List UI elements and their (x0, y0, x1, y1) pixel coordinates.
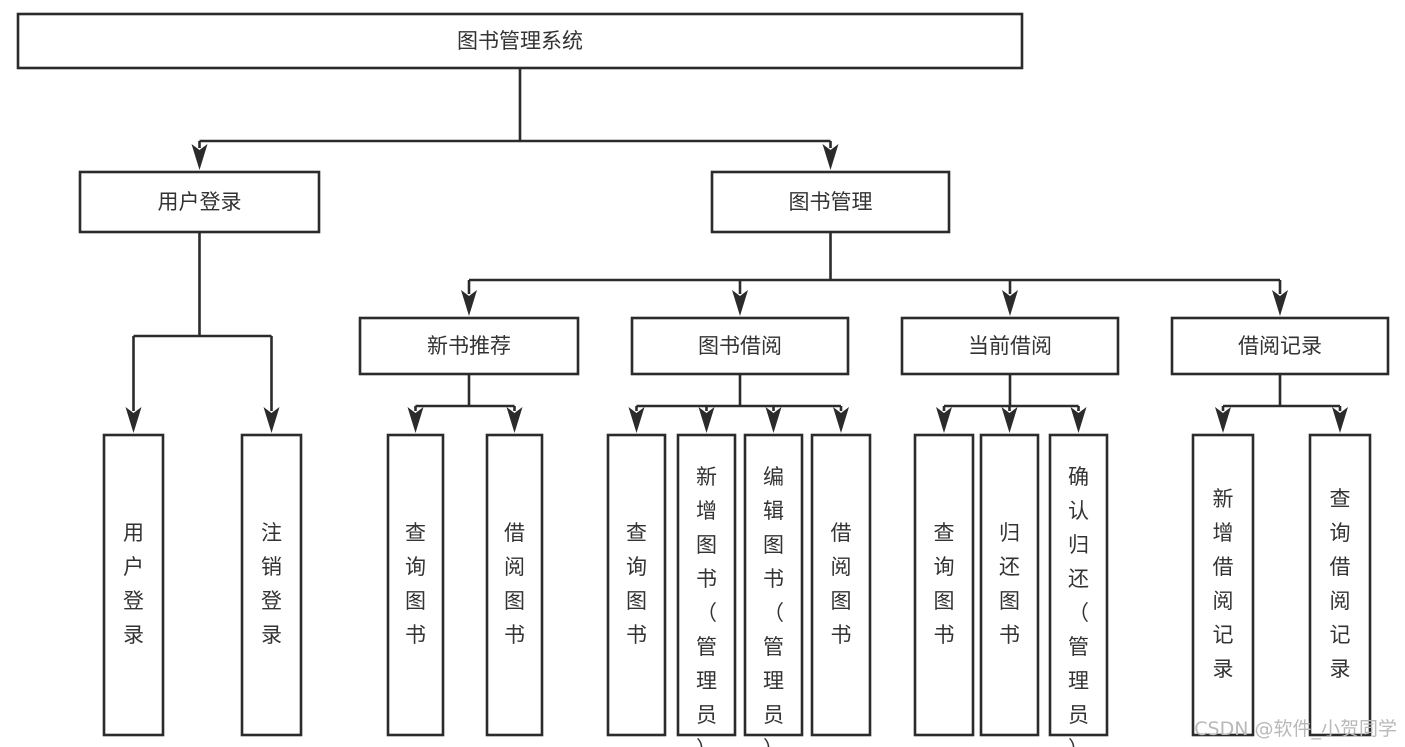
node-label: 查询图书 (405, 521, 426, 647)
arrow-head-icon (125, 407, 142, 433)
node-box[interactable] (78, 170, 321, 234)
node-box[interactable] (240, 433, 303, 737)
node-record[interactable]: 借阅记录 (1170, 316, 1390, 376)
node-label: 图书借阅 (698, 334, 782, 358)
node-leaf-rec-query[interactable]: 查询借阅记录 (1308, 433, 1372, 737)
node-box[interactable] (606, 433, 667, 737)
node-leaf-cur-return[interactable]: 归还图书 (979, 433, 1040, 737)
node-box[interactable] (485, 433, 544, 737)
node-leaf-cur-query[interactable]: 查询图书 (913, 433, 975, 737)
node-leaf-borrow-add[interactable]: 新增图书（管理员） (676, 433, 737, 747)
node-root[interactable]: 图书管理系统 (16, 12, 1024, 70)
node-leaf-user-logout[interactable]: 注销登录 (240, 433, 303, 737)
node-bookmgmt[interactable]: 图书管理 (710, 170, 951, 234)
node-label: 用户登录 (123, 521, 144, 647)
node-box[interactable] (743, 433, 804, 737)
arrow-head-icon (191, 144, 208, 170)
node-label: 借阅记录 (1238, 334, 1322, 358)
node-label: 图书管理系统 (457, 29, 583, 53)
arrow-head-icon (1332, 407, 1348, 433)
node-newbook[interactable]: 新书推荐 (358, 316, 580, 376)
connector-group-current (936, 374, 1087, 433)
arrow-head-icon (732, 290, 748, 316)
node-box[interactable] (630, 316, 850, 376)
connector-group-record (1215, 374, 1348, 433)
arrow-head-icon (698, 407, 715, 433)
node-box[interactable] (979, 433, 1040, 737)
node-layer: 图书管理系统用户登录图书管理新书推荐图书借阅当前借阅借阅记录用户登录注销登录查询… (16, 12, 1390, 747)
node-box[interactable] (900, 316, 1120, 376)
node-label: 确认归还（管理员） (1068, 465, 1089, 747)
node-box[interactable] (1170, 316, 1390, 376)
node-box[interactable] (676, 433, 737, 737)
node-box[interactable] (386, 433, 445, 737)
node-box[interactable] (1048, 433, 1109, 737)
node-label: 查询借阅记录 (1330, 487, 1351, 681)
node-box[interactable] (102, 433, 165, 737)
arrow-head-icon (1002, 290, 1018, 316)
arrow-head-icon (628, 407, 645, 433)
connector-layer (125, 68, 1348, 433)
node-current[interactable]: 当前借阅 (900, 316, 1120, 376)
node-borrow[interactable]: 图书借阅 (630, 316, 850, 376)
arrow-head-icon (1001, 407, 1018, 433)
node-label: 归还图书 (999, 521, 1020, 647)
node-label: 用户登录 (158, 190, 242, 214)
arrow-head-icon (506, 407, 523, 433)
node-leaf-borrow-edit[interactable]: 编辑图书（管理员） (743, 433, 804, 747)
node-label: 图书管理 (789, 190, 873, 214)
node-label: 借阅图书 (831, 521, 852, 647)
node-box[interactable] (810, 433, 872, 737)
node-label: 新增借阅记录 (1213, 487, 1234, 681)
arrow-head-icon (263, 407, 280, 433)
node-label: 查询图书 (934, 521, 955, 647)
node-leaf-new-borrow[interactable]: 借阅图书 (485, 433, 544, 737)
connector-group-root (191, 68, 839, 170)
arrow-head-icon (822, 144, 839, 170)
node-box[interactable] (358, 316, 580, 376)
connector-group-borrow (628, 374, 849, 433)
arrow-head-icon (461, 290, 477, 316)
node-leaf-user-login[interactable]: 用户登录 (102, 433, 165, 737)
arrow-head-icon (765, 407, 782, 433)
node-label: 新书推荐 (427, 334, 511, 358)
node-label: 新增图书（管理员） (696, 465, 717, 747)
node-leaf-rec-add[interactable]: 新增借阅记录 (1191, 433, 1255, 737)
node-box[interactable] (1191, 433, 1255, 737)
connector-group-login (125, 232, 280, 433)
node-label: 当前借阅 (968, 334, 1052, 358)
node-box[interactable] (1308, 433, 1372, 737)
node-label: 编辑图书（管理员） (763, 465, 784, 747)
arrow-head-icon (1070, 407, 1087, 433)
node-leaf-cur-confirm[interactable]: 确认归还（管理员） (1048, 433, 1109, 747)
connector-group-bookmgmt (461, 232, 1288, 316)
node-leaf-borrow-do[interactable]: 借阅图书 (810, 433, 872, 737)
node-leaf-borrow-query[interactable]: 查询图书 (606, 433, 667, 737)
node-label: 查询图书 (626, 521, 647, 647)
arrow-head-icon (407, 407, 424, 433)
connector-group-newbook (407, 374, 523, 433)
node-box[interactable] (913, 433, 975, 737)
node-label: 借阅图书 (504, 521, 525, 647)
node-login[interactable]: 用户登录 (78, 170, 321, 234)
arrow-head-icon (936, 407, 952, 433)
arrow-head-icon (833, 407, 849, 433)
arrow-head-icon (1272, 290, 1288, 316)
node-label: 注销登录 (261, 521, 282, 647)
arrow-head-icon (1215, 407, 1231, 433)
node-box[interactable] (16, 12, 1024, 70)
node-box[interactable] (710, 170, 951, 234)
node-leaf-new-query[interactable]: 查询图书 (386, 433, 445, 737)
